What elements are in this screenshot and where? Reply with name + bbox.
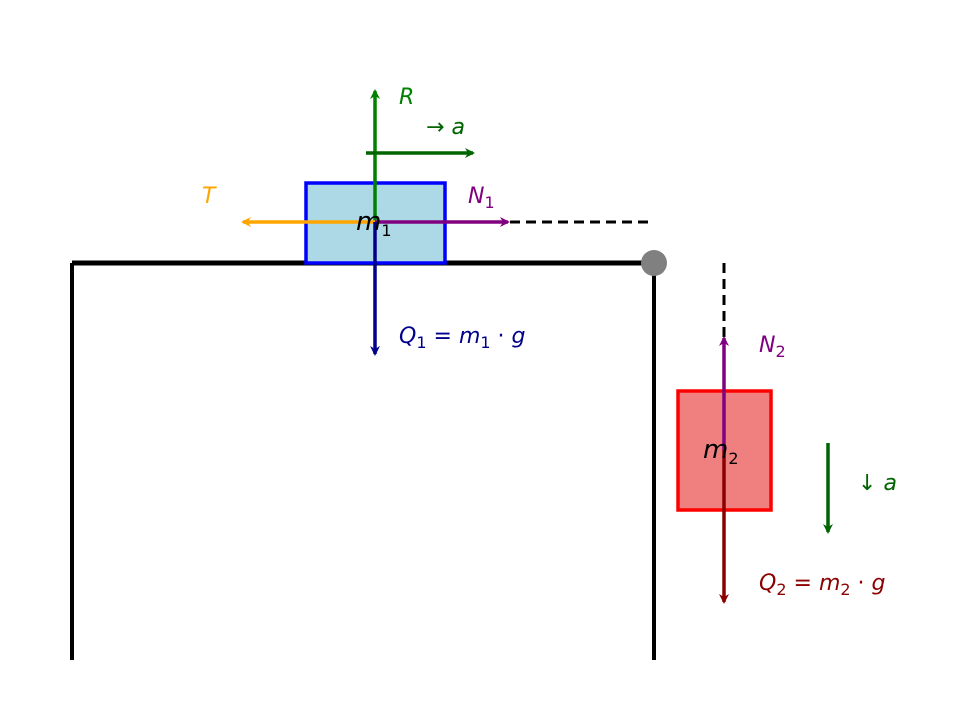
acceleration-vertical-label: ↓ a [858, 471, 897, 496]
tension-label: T [202, 184, 217, 209]
block-m2-label: m2 [703, 435, 739, 468]
acceleration-horizontal-label: → a [426, 115, 465, 140]
normal-n1-label: N1 [468, 184, 495, 212]
normal-n2-label: N2 [759, 333, 786, 361]
block-m1-label: m1 [356, 207, 392, 240]
table [70, 260, 656, 660]
reaction-label: R [399, 85, 414, 110]
weight-q1-label: Q1 = m1 · g [399, 324, 526, 352]
weight-q2-label: Q2 = m2 · g [759, 571, 886, 599]
pulley [641, 250, 667, 276]
